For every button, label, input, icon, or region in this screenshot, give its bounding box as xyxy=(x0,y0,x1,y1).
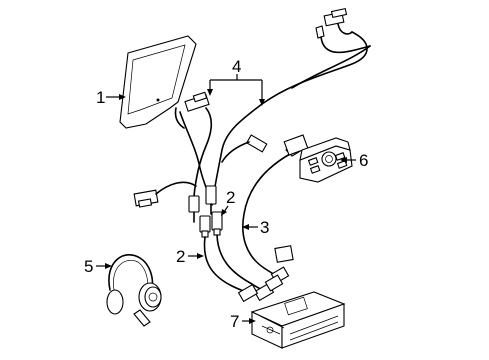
callout-7: 7 xyxy=(230,312,239,331)
cable-icon xyxy=(242,143,303,292)
leader-lines xyxy=(96,74,356,324)
media-player-unit-icon xyxy=(250,291,346,349)
callout-6: 6 xyxy=(359,151,368,170)
callout-2-upper: 2 xyxy=(226,188,235,207)
callout-4: 4 xyxy=(232,57,241,76)
callout-1: 1 xyxy=(96,88,105,107)
callout-3: 3 xyxy=(260,218,269,237)
callout-5: 5 xyxy=(84,257,93,276)
callout-2-lower: 2 xyxy=(176,247,185,266)
control-switch-panel-icon xyxy=(283,134,353,183)
wireless-headphones-icon xyxy=(106,253,162,327)
display-monitor-icon xyxy=(119,35,197,129)
